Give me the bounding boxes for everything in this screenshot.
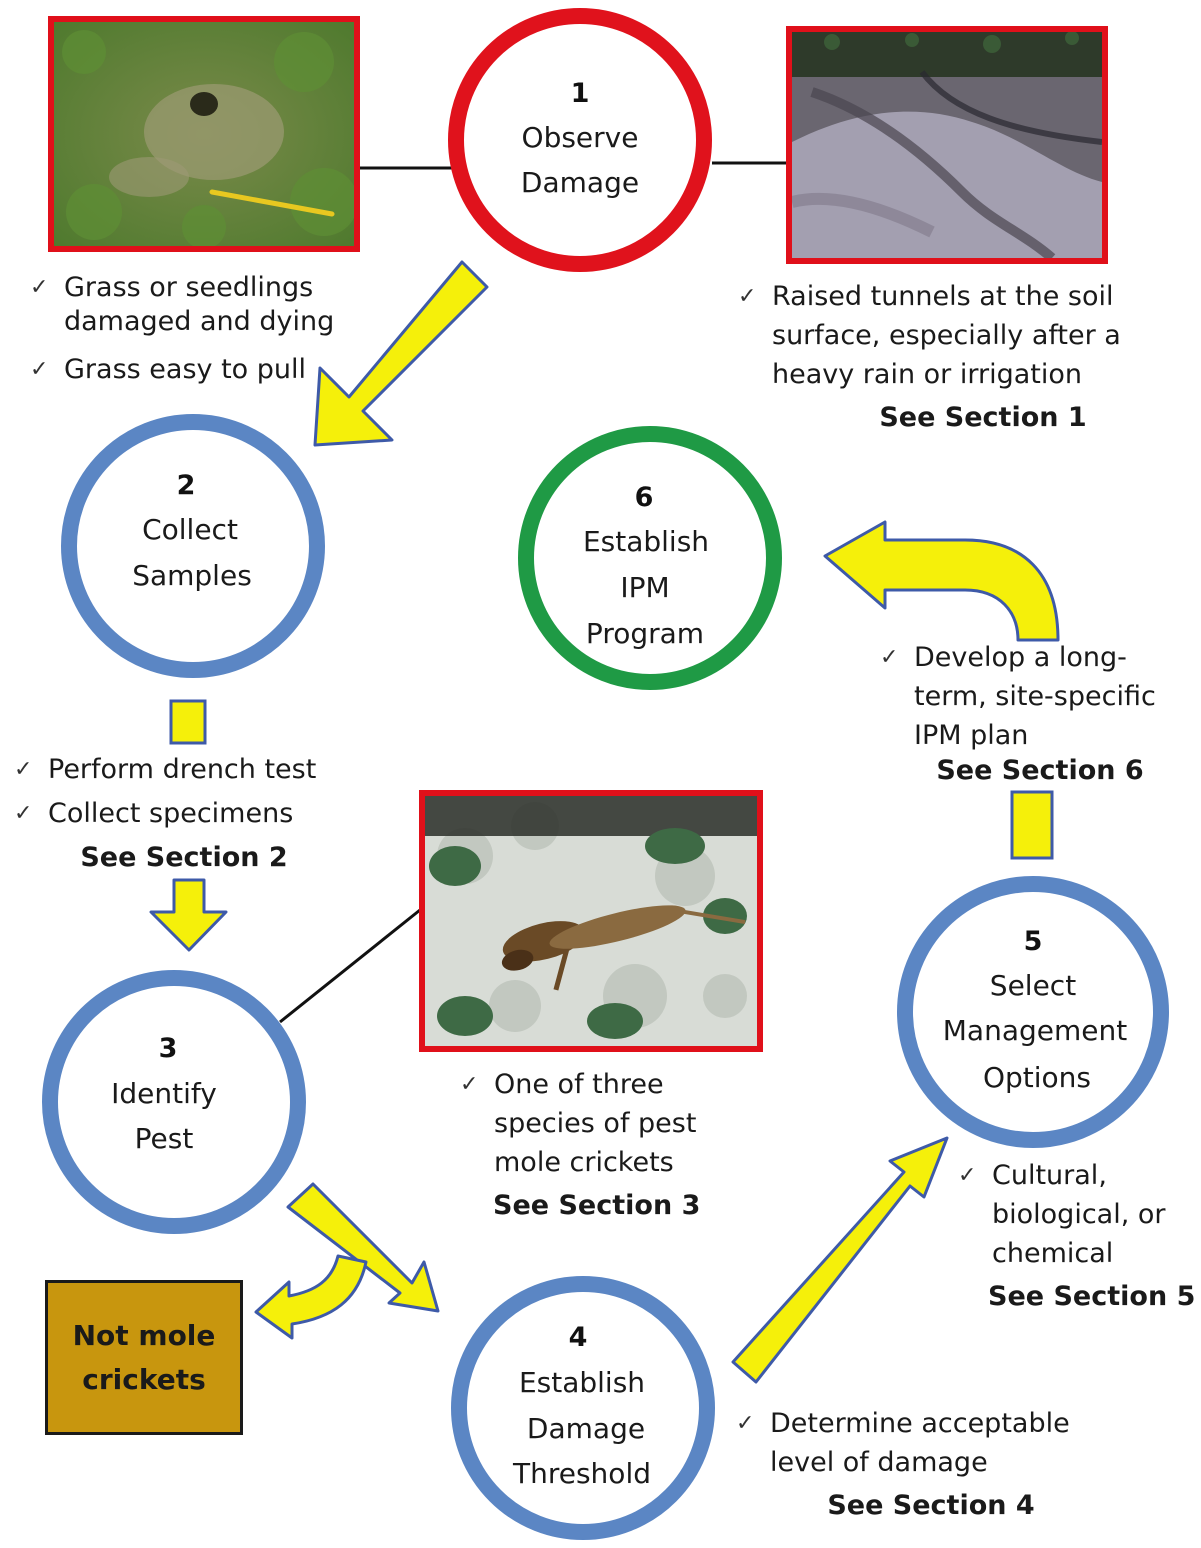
note-step1-right: ✓ Raised tunnels at the soil surface, esp… bbox=[738, 277, 1158, 437]
note-text: Determine acceptable level of damage bbox=[770, 1408, 1070, 1478]
step-1-circle: 1 Observe Damage bbox=[448, 8, 712, 272]
photo-raised-tunnels bbox=[786, 26, 1108, 264]
see-section-2[interactable]: See Section 2 bbox=[80, 842, 288, 873]
check-icon: ✓ bbox=[14, 801, 33, 826]
note-step6: ✓ Develop a long-term, site-specific IPM … bbox=[880, 638, 1180, 790]
arrow-step5-up bbox=[1010, 790, 1054, 860]
note-item: ✓ Grass easy to pull bbox=[30, 353, 390, 387]
see-section-6[interactable]: See Section 6 bbox=[936, 755, 1144, 786]
step-2-label-line2: Samples bbox=[132, 559, 252, 592]
note-text: Collect specimens bbox=[48, 798, 294, 829]
step-2-label-line1: Collect bbox=[142, 513, 238, 546]
step-5-label-line3: Options bbox=[983, 1061, 1091, 1094]
check-icon: ✓ bbox=[880, 645, 899, 670]
step-1-label-line2: Damage bbox=[521, 166, 639, 199]
step-3-number: 3 bbox=[159, 1033, 178, 1064]
note-text: One of three species of pest mole cricke… bbox=[494, 1069, 697, 1178]
note-text: Grass easy to pull bbox=[64, 354, 307, 385]
step-6-number: 6 bbox=[635, 482, 654, 513]
step-5-label-line1: Select bbox=[990, 969, 1076, 1002]
note-step2: ✓Perform drench test ✓Collect specimens … bbox=[14, 748, 374, 880]
note-text: Raised tunnels at the soil surface, espe… bbox=[772, 281, 1121, 390]
note-text: Perform drench test bbox=[48, 754, 317, 785]
step-3-label-line1: Identify bbox=[111, 1077, 217, 1110]
step-3-label-line2: Pest bbox=[135, 1122, 194, 1155]
arrow-to-step6 bbox=[823, 520, 1060, 642]
arrow-step2-down bbox=[169, 699, 207, 745]
note-item: ✓ Perform drench test bbox=[14, 748, 374, 792]
step-4-circle: 4 Establish Damage Threshold bbox=[451, 1276, 715, 1540]
arrow-step1-to-step2 bbox=[313, 260, 489, 447]
see-section-1[interactable]: See Section 1 bbox=[879, 402, 1087, 433]
photo-damaged-turf bbox=[48, 16, 360, 252]
check-icon: ✓ bbox=[14, 757, 33, 782]
see-section-5[interactable]: See Section 5 bbox=[988, 1281, 1196, 1312]
step-2-number: 2 bbox=[177, 470, 196, 501]
see-section-4[interactable]: See Section 4 bbox=[827, 1490, 1035, 1521]
note-text: Grass or seedlings damaged and dying bbox=[64, 272, 335, 337]
note-step1-left: ✓ Grass or seedlings damaged and dying ✓ G… bbox=[30, 271, 390, 387]
check-icon: ✓ bbox=[738, 284, 757, 309]
step-6-label-line1: Establish bbox=[583, 525, 709, 558]
note-step3: ✓ One of three species of pest mole crick… bbox=[460, 1065, 760, 1225]
photo-mole-cricket bbox=[419, 790, 763, 1052]
note-text: Cultural, biological, or chemical bbox=[992, 1160, 1166, 1269]
step-6-label-line3: Program bbox=[586, 617, 704, 650]
step-3-circle: 3 Identify Pest bbox=[42, 970, 306, 1234]
step-4-number: 4 bbox=[569, 1322, 588, 1353]
arrow-step4-to-step5 bbox=[731, 1136, 949, 1384]
check-icon: ✓ bbox=[30, 275, 49, 300]
step-4-label-line1: Establish bbox=[519, 1366, 645, 1399]
note-item: ✓ Raised tunnels at the soil surface, esp… bbox=[738, 277, 1158, 394]
check-icon: ✓ bbox=[958, 1163, 977, 1188]
step-5-label-line2: Management bbox=[943, 1014, 1127, 1047]
connector-step3-photo3 bbox=[279, 908, 421, 1024]
check-icon: ✓ bbox=[736, 1411, 755, 1436]
note-item: ✓ One of three species of pest mole crick… bbox=[460, 1065, 760, 1182]
not-mole-crickets-label: Not mole crickets bbox=[72, 1318, 216, 1396]
not-mole-crickets-box: Not mole crickets bbox=[45, 1280, 243, 1435]
step-5-number: 5 bbox=[1024, 926, 1043, 957]
step-6-circle: 6 Establish IPM Program bbox=[518, 426, 782, 690]
arrow-step3-to-step4 bbox=[286, 1182, 440, 1313]
note-item: ✓ Develop a long-term, site-specific IPM … bbox=[880, 638, 1180, 755]
step-1-label-line1: Observe bbox=[522, 121, 639, 154]
note-text: Develop a long-term, site-specific IPM p… bbox=[914, 642, 1156, 751]
step-1-number: 1 bbox=[571, 78, 590, 109]
note-item: ✓ Collect specimens bbox=[14, 792, 374, 836]
see-section-3[interactable]: See Section 3 bbox=[493, 1190, 701, 1221]
step-2-circle: 2 Collect Samples bbox=[61, 414, 325, 678]
note-step5: ✓ Cultural, biological, or chemical See S… bbox=[958, 1156, 1198, 1316]
check-icon: ✓ bbox=[460, 1072, 479, 1097]
arrow-to-not-mole-crickets bbox=[254, 1254, 368, 1340]
step-4-label-line3: Threshold bbox=[512, 1457, 651, 1490]
note-item: ✓ Grass or seedlings damaged and dying bbox=[30, 271, 390, 339]
arrow-to-step3 bbox=[149, 878, 228, 952]
note-item: ✓ Cultural, biological, or chemical bbox=[958, 1156, 1198, 1273]
step-5-circle: 5 Select Management Options bbox=[897, 876, 1169, 1148]
check-icon: ✓ bbox=[30, 357, 49, 382]
note-step4: ✓ Determine acceptable level of damage Se… bbox=[736, 1404, 1136, 1525]
step-6-label-line2: IPM bbox=[620, 571, 669, 604]
note-item: ✓ Determine acceptable level of damage bbox=[736, 1404, 1136, 1482]
step-4-label-line2: Damage bbox=[527, 1412, 645, 1445]
